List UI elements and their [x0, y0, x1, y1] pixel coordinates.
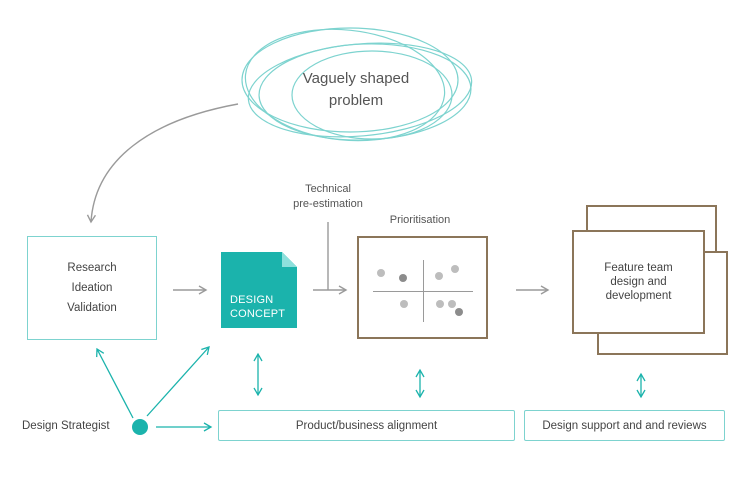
design-concept-line2: CONCEPT	[230, 308, 286, 320]
matrix-point	[436, 300, 444, 308]
problem-label-line2: problem	[328, 91, 384, 109]
strategist-to-concept-arrow	[146, 346, 210, 417]
feature-team-card: Feature team design and development	[572, 230, 705, 334]
design-concept-document	[221, 252, 297, 328]
technical-line1: Technical	[305, 183, 351, 195]
prioritisation-title: Prioritisation	[389, 214, 451, 226]
problem-label: Vaguely shaped problem	[282, 68, 430, 112]
problem-to-research-arrow	[86, 103, 239, 224]
ideation-label: Ideation	[71, 282, 113, 294]
matrix-point	[451, 265, 459, 273]
prioritisation-box	[357, 236, 488, 339]
feature-team-line2: design and	[610, 276, 667, 288]
design-strategist-node	[132, 419, 148, 435]
matrix-point	[399, 274, 407, 282]
technical-line2: pre-estimation	[293, 197, 363, 210]
design-concept-label: DESIGN CONCEPT	[230, 293, 285, 321]
research-box: Research Ideation Validation	[27, 236, 157, 340]
problem-label-line1: Vaguely shaped	[302, 70, 410, 87]
design-concept-line1: DESIGN	[230, 294, 274, 306]
design-support-bar: Design support and and reviews	[524, 410, 725, 441]
research-label: Research	[67, 262, 117, 274]
matrix-point	[435, 272, 443, 280]
feature-team-line3: development	[605, 290, 672, 302]
strategist-to-research-arrow	[96, 347, 134, 419]
product-alignment-bar: Product/business alignment	[218, 410, 515, 441]
design-strategist-label: Design Strategist	[22, 420, 110, 432]
technical-estimation-label: Technical pre-estimation	[278, 182, 378, 212]
problem-cloud	[241, 27, 473, 142]
matrix-vertical-axis	[423, 260, 424, 322]
validation-label: Validation	[67, 302, 117, 314]
matrix-point	[377, 269, 385, 277]
matrix-point	[448, 300, 456, 308]
feature-team-line1: Feature team	[604, 262, 673, 274]
matrix-point	[400, 300, 408, 308]
matrix-point	[455, 308, 463, 316]
